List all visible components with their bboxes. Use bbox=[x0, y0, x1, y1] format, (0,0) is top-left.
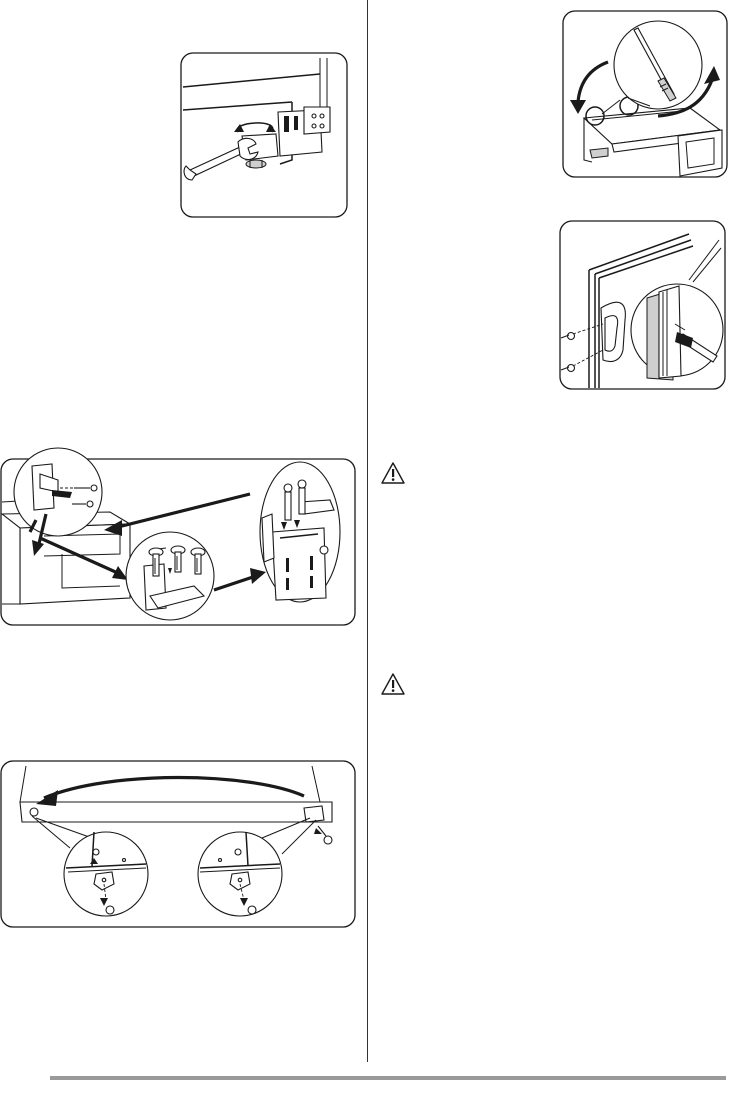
handle-remount-illustration bbox=[559, 220, 726, 390]
hinge-pin-swap-illustration bbox=[562, 10, 728, 178]
footer-rule bbox=[50, 1076, 726, 1080]
warning-triangle-icon bbox=[380, 461, 406, 485]
hinge-bracket-assembly-illustration bbox=[0, 458, 356, 626]
column-divider bbox=[367, 0, 368, 1062]
door-plate-swap-illustration bbox=[0, 760, 356, 928]
warning-triangle-icon bbox=[380, 672, 406, 696]
spanner-adjust-foot-illustration bbox=[180, 52, 348, 218]
